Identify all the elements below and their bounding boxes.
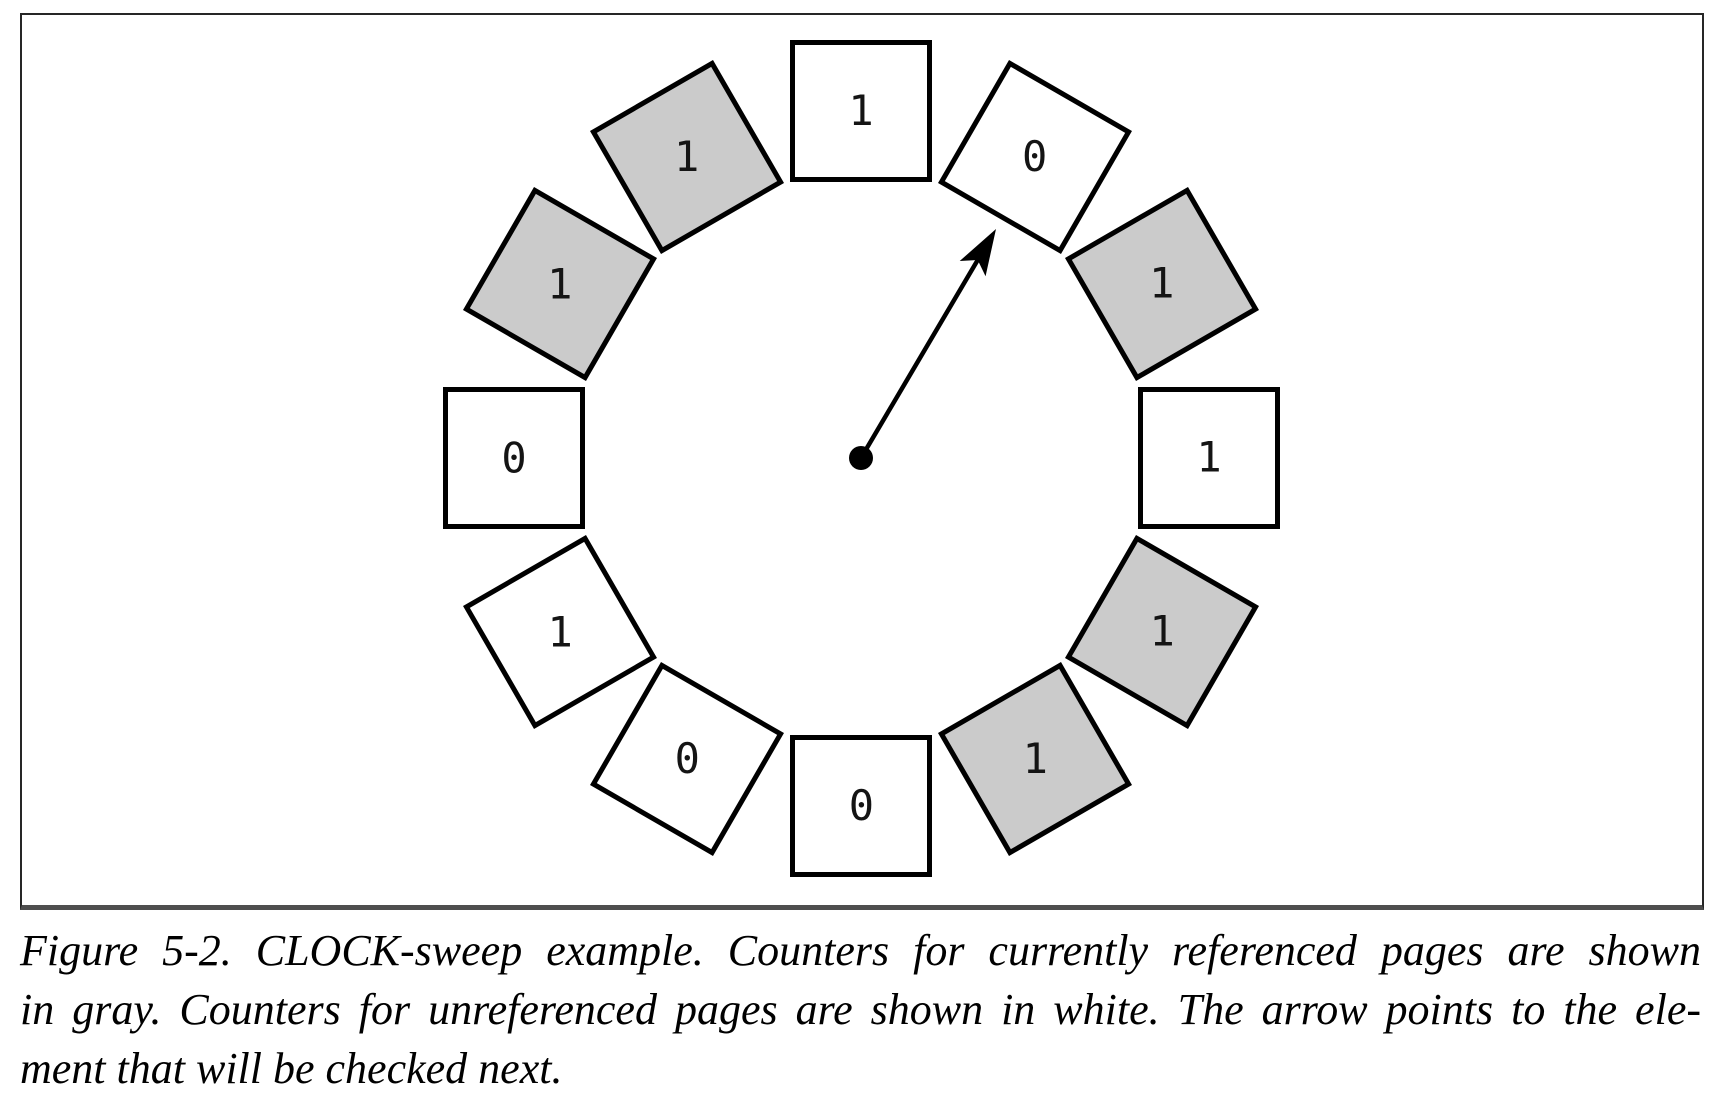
caption-line-3: ment that will be checked next. — [20, 1039, 1701, 1098]
caption-line-1-text: Figure 5-2. CLOCK-sweep example. Counter… — [20, 926, 1701, 975]
caption-line-3-text: ment that will be checked next. — [20, 1044, 563, 1093]
caption-line-2-text: in gray. Counters for unreferenced pages… — [20, 985, 1701, 1034]
figure-panel — [20, 13, 1704, 910]
figure-caption: Figure 5-2. CLOCK-sweep example. Counter… — [20, 921, 1701, 1098]
caption-line-1: Figure 5-2. CLOCK-sweep example. Counter… — [20, 921, 1701, 980]
caption-line-2: in gray. Counters for unreferenced pages… — [20, 980, 1701, 1039]
